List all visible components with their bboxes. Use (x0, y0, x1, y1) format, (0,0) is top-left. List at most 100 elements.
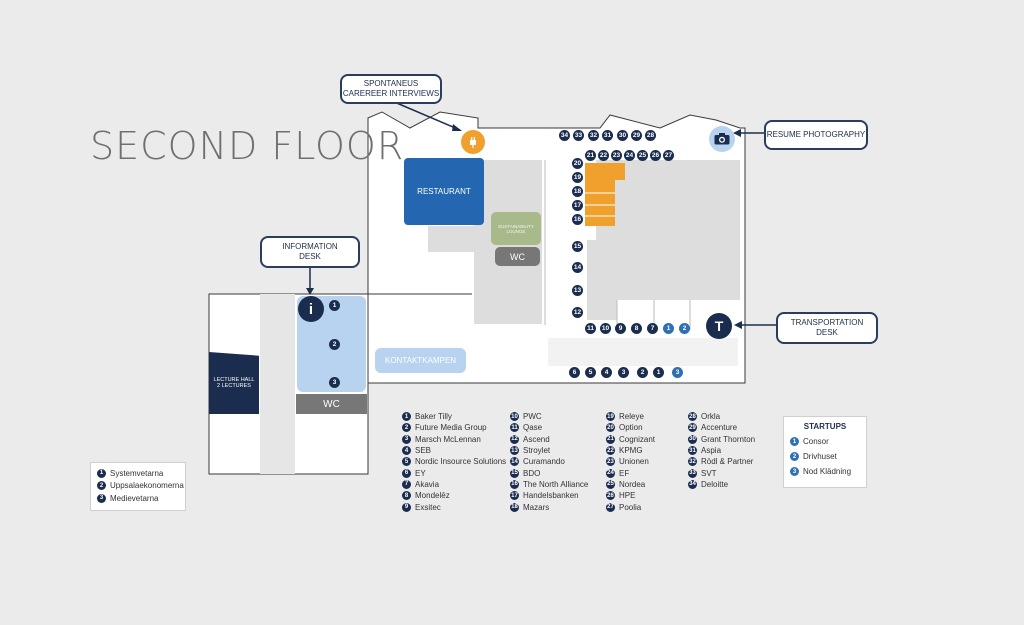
legend-number: 14 (510, 457, 519, 467)
legend-company: Mazars (523, 502, 550, 512)
booth-marker: 19 (572, 172, 583, 183)
sustainability-label: SUSTAINABILITY LOUNGE (498, 223, 534, 234)
legend-company: Future Media Group (415, 423, 487, 433)
legend-number: 3 (402, 434, 411, 444)
booth-number: 16 (573, 216, 582, 223)
booth-number: 1 (666, 325, 671, 332)
gray-block-d (587, 240, 617, 320)
legend-item: 1 Systemvetarna (97, 467, 184, 480)
camera-icon (709, 126, 735, 152)
booth-number: 20 (573, 160, 582, 167)
booth-number: 10 (601, 325, 610, 332)
legend-company: Unionen (619, 457, 649, 467)
booth-number: 22 (599, 152, 608, 159)
interview-plug-icon (461, 130, 485, 154)
startup-booth-marker: 2 (679, 323, 690, 334)
legend-number: 21 (606, 434, 615, 444)
booth-marker: 29 (631, 130, 642, 141)
legend-company: HPE (619, 491, 636, 501)
booth-marker: 15 (572, 241, 583, 252)
booth-marker: 21 (585, 150, 596, 161)
legend-number: 31 (688, 446, 697, 456)
callout-spontaneous-interviews: SPONTANEUS CAREREER INTERVIEWS (340, 74, 442, 104)
arrow-head (306, 288, 314, 295)
legend-company: Handelsbanken (523, 491, 579, 501)
legend-number: 2 (402, 423, 411, 433)
legend-organization: Systemvetarna (110, 468, 164, 478)
legend-company: Deloitte (701, 479, 729, 489)
gray-block-e (548, 338, 738, 366)
booth-number: 2 (640, 369, 645, 376)
legend-company: EF (619, 468, 630, 478)
booth-number: 13 (573, 287, 582, 294)
callout-information-desk: INFORMATION DESK (260, 236, 360, 268)
legend-number: 22 (606, 446, 615, 456)
booth-marker: 10 (600, 323, 611, 334)
booth-number: 8 (634, 325, 639, 332)
legend-item: 27 Poolia (606, 501, 655, 512)
legend-item: 16 The North Alliance (510, 479, 588, 490)
legend-company: Releye (619, 412, 644, 422)
arrow-head (452, 124, 462, 131)
booth-number: 3 (621, 369, 626, 376)
legend-company: SEB (415, 446, 432, 456)
arrow-head (733, 129, 741, 137)
booth-marker: 22 (598, 150, 609, 161)
info-letter: i (308, 300, 314, 318)
legend-number: 6 (402, 468, 411, 478)
restaurant-label: RESTAURANT (417, 187, 471, 196)
booth-marker: 34 (559, 130, 570, 141)
booth-marker: 1 (329, 300, 340, 311)
legend-number: 25 (606, 479, 615, 489)
booth-marker: 33 (573, 130, 584, 141)
booth-number: 7 (650, 325, 655, 332)
legend-number: 16 (510, 479, 519, 489)
booth-number: 14 (573, 264, 582, 271)
booth-number: 9 (618, 325, 623, 332)
booth-marker: 5 (585, 367, 596, 378)
orange-booth-area (585, 163, 625, 180)
booth-marker: 14 (572, 262, 583, 273)
legend-number: 32 (688, 457, 697, 467)
legend-company: SVT (701, 468, 717, 478)
booth-marker: 11 (585, 323, 596, 334)
arrow-head (734, 321, 742, 329)
legend-number: 18 (510, 502, 519, 512)
legend-startup: Nod Klädning (803, 467, 852, 476)
booth-marker: 6 (569, 367, 580, 378)
callout-label: INFORMATION DESK (282, 242, 338, 261)
legend-company: Grant Thornton (701, 434, 756, 444)
lecture-hall-label: LECTURE HALL 2 LECTURES (213, 377, 255, 389)
callout-label: SPONTANEUS CAREREER INTERVIEWS (342, 79, 440, 98)
legend-number: 27 (606, 502, 615, 512)
legend-company: The North Alliance (523, 479, 589, 489)
legend-number: 13 (510, 446, 519, 456)
booth-marker: 28 (645, 130, 656, 141)
booth-number: 25 (638, 152, 647, 159)
legend-number: 5 (402, 457, 411, 467)
transport-letter: T (714, 318, 724, 334)
legend-organization: Uppsalaekonomerna (110, 481, 184, 491)
booth-number: 27 (664, 152, 673, 159)
booth-marker: 3 (618, 367, 629, 378)
arrow-line (391, 100, 461, 131)
booth-marker: 27 (663, 150, 674, 161)
legend-company: EY (415, 468, 426, 478)
legend-company: Poolia (619, 502, 642, 512)
booth-number: 31 (603, 132, 612, 139)
legend-number: 1 (97, 468, 106, 478)
